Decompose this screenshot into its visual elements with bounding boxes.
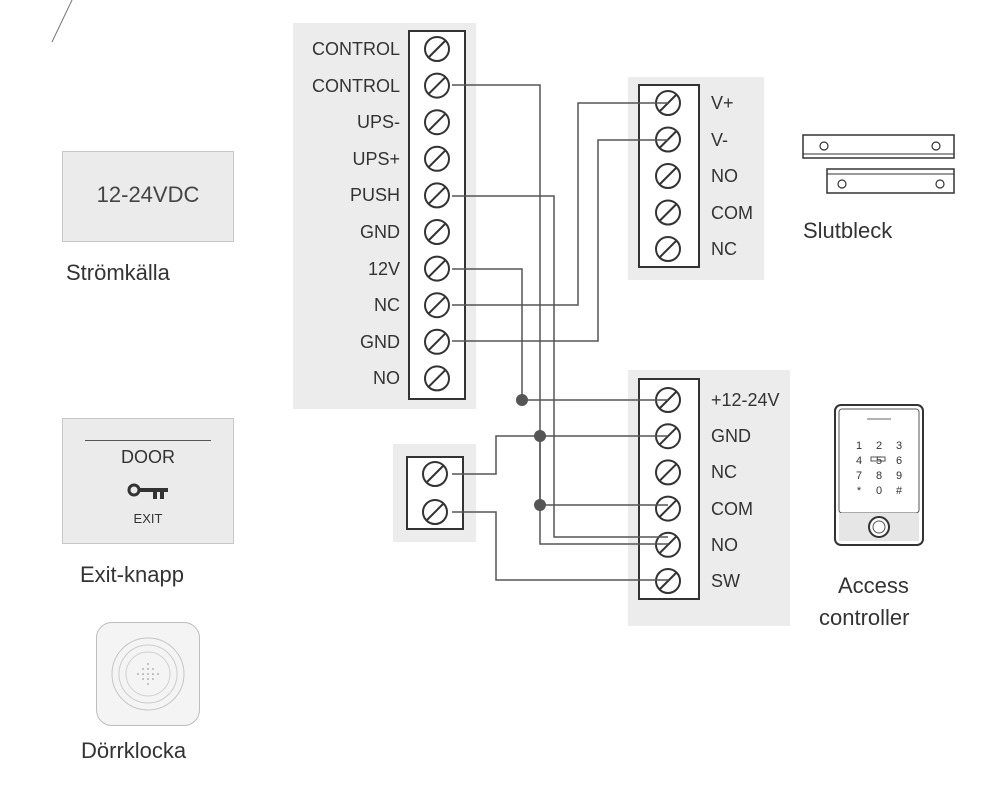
terminal-label: COM — [711, 202, 753, 223]
terminal-label: CONTROL — [311, 75, 400, 96]
keypad-key: 2 — [876, 440, 882, 452]
wire-button1-gnd — [452, 435, 668, 475]
speaker-icon — [111, 637, 185, 711]
terminal-label: PUSH — [349, 185, 400, 206]
keypad-key: 0 — [876, 485, 882, 497]
keypad-key: 3 — [896, 440, 902, 452]
terminal-label: NO — [711, 534, 738, 555]
wire-nc-vplus — [452, 102, 668, 306]
wires — [452, 84, 668, 581]
exit-button-door-text: DOOR — [121, 447, 175, 467]
corner-stroke — [51, 0, 73, 43]
screw-icon — [424, 109, 450, 136]
power-supply-caption: Strömkälla — [66, 260, 170, 285]
terminal-label: NC — [374, 295, 400, 316]
exit-button-exit-text: EXIT — [133, 511, 163, 526]
terminal-label: UPS+ — [352, 148, 400, 169]
screw-icon — [422, 461, 448, 487]
screw-icon — [424, 182, 450, 209]
keypad-key: 7 — [856, 470, 862, 482]
screw-icon — [424, 72, 450, 99]
door-strike-icon — [802, 134, 955, 194]
terminal-label: NC — [711, 239, 737, 259]
screw-icon — [424, 328, 450, 355]
key-icon — [127, 483, 168, 499]
terminal-label: NO — [711, 166, 738, 186]
terminal-label: GND — [360, 222, 400, 242]
junction-dots — [516, 394, 546, 511]
terminal-label: NO — [373, 368, 400, 389]
screw-icon — [424, 36, 450, 62]
power-supply: 12-24VDC — [62, 151, 234, 242]
screw-icon — [655, 531, 681, 558]
terminal-label: GND — [711, 426, 751, 447]
terminal-label: UPS- — [356, 112, 400, 133]
screw-icon — [655, 568, 681, 594]
keypad-key: 6 — [896, 455, 902, 467]
junction-dot — [534, 499, 546, 511]
keypad-key: 5 — [876, 455, 882, 467]
exit-button-caption: Exit-knapp — [80, 562, 184, 587]
doorbell-caption: Dörrklocka — [81, 738, 187, 763]
keypad-key: 8 — [876, 470, 882, 482]
doorbell-device — [96, 622, 200, 726]
screw-icon — [655, 495, 681, 522]
screw-icon — [655, 459, 681, 486]
exit-button-device: DOOR EXIT — [62, 418, 234, 544]
keypad-key: # — [896, 485, 903, 497]
screw-icon — [655, 236, 681, 262]
keypad-icon: 1 2 3 4 5 6 7 8 9 * 0 # — [834, 404, 924, 546]
screw-icon — [655, 163, 681, 189]
keypad-key: 9 — [896, 470, 902, 482]
terminal-label: COM — [711, 498, 753, 519]
wire-push-nc — [452, 195, 668, 538]
controller-terminal-strip — [638, 378, 700, 600]
junction-dot — [534, 430, 546, 442]
screw-icon — [424, 255, 450, 282]
terminal-label: CONTROL — [311, 39, 400, 59]
screw-icon — [422, 499, 448, 525]
wire-button2-sw — [452, 511, 668, 581]
keypad-key: 1 — [856, 440, 862, 452]
terminal-label: NC — [711, 462, 737, 483]
screw-icon — [424, 292, 450, 319]
terminal-label: +12-24V — [711, 390, 780, 410]
terminal-label: V- — [711, 129, 729, 150]
keypad-key: 4 — [856, 455, 862, 467]
access-controller-caption-line1: Access — [838, 573, 909, 598]
terminal-label: V+ — [711, 93, 734, 113]
keypad-key: * — [857, 485, 862, 497]
junction-dot — [516, 394, 528, 406]
screw-icon — [655, 199, 681, 226]
wire-gnd-vminus — [452, 139, 668, 342]
terminal-label: GND — [360, 331, 400, 352]
exit-button-rule — [85, 440, 211, 441]
access-controller-caption-line2: controller — [819, 605, 910, 630]
wire-control-no — [452, 84, 668, 545]
wire-12v — [452, 268, 668, 401]
door-strike-caption: Slutbleck — [803, 218, 893, 243]
screw-icon — [424, 145, 450, 172]
power-supply-voltage: 12-24VDC — [96, 182, 200, 207]
terminal-label: 12V — [367, 258, 400, 279]
wire-gnd-com — [539, 436, 668, 506]
terminal-label: SW — [711, 571, 740, 591]
screw-icon — [424, 365, 450, 392]
screw-icon — [424, 219, 450, 245]
